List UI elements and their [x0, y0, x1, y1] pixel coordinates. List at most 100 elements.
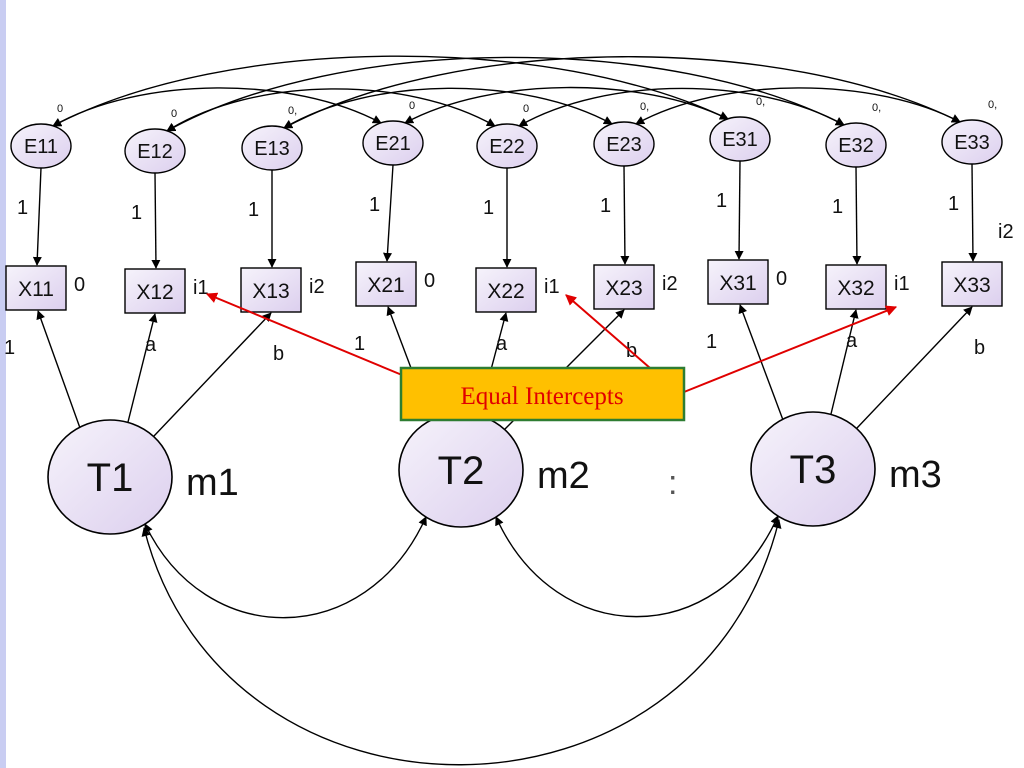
- error-mean-label: 0: [409, 100, 415, 112]
- path-arrows: 1ab1ab1ab: [4, 160, 985, 437]
- error-ellipse: [362, 120, 424, 166]
- latent-label: T2: [438, 449, 485, 493]
- indicator-X12: X12 i1: [124, 268, 209, 314]
- error-ellipse: [709, 116, 771, 162]
- loading-path-X33: [856, 306, 973, 429]
- indicator-box: [124, 268, 186, 314]
- error-ellipse: [593, 121, 655, 167]
- error-ellipse: [476, 123, 538, 169]
- intercept-label: 0: [776, 268, 787, 290]
- indicator-X31: X31 0: [707, 259, 787, 305]
- error-mean-label: 0,: [988, 99, 997, 111]
- loading-path-X11: [36, 310, 81, 429]
- latent-label: T1: [87, 456, 134, 500]
- loading-label: 1: [4, 337, 15, 359]
- loading-label: 1: [706, 331, 717, 353]
- error-loading-label: 1: [483, 197, 494, 219]
- error-node-E11: E11 0 1: [10, 103, 72, 219]
- error-covariance-E22-E32: [518, 87, 845, 127]
- latent-covariance-T2-T3: [495, 515, 779, 618]
- error-label: E33: [954, 132, 990, 154]
- error-loading-label: 1: [17, 197, 28, 219]
- latent-T2: T2 m2: [398, 412, 590, 528]
- error-ellipse: [825, 122, 887, 168]
- indicator-X13: X13 i2: [240, 267, 325, 313]
- equal-intercepts-callout: Equal Intercepts: [205, 292, 898, 422]
- error-mean-label: 0,: [756, 96, 765, 108]
- loading-label: b: [974, 337, 985, 359]
- error-covariance-arcs: [52, 55, 961, 132]
- error-loading-label: 1: [369, 194, 380, 216]
- error-label: E13: [254, 138, 290, 160]
- error-label: E31: [722, 129, 758, 151]
- error-node-E31: E31 0, 1: [709, 96, 771, 212]
- latent-mean-label: m2: [537, 455, 590, 497]
- error-label: E11: [24, 136, 58, 158]
- indicator-box: [240, 267, 302, 313]
- error-covariance-E11-E31: [52, 55, 729, 127]
- indicator-box: [825, 264, 887, 310]
- loading-path-X31: [738, 304, 784, 421]
- error-ellipse: [941, 119, 1003, 165]
- indicator-box: [941, 261, 1003, 307]
- error-node-E22: E22 0 1: [476, 103, 538, 219]
- loading-label: 1: [354, 333, 365, 355]
- error-ellipse: [241, 125, 303, 171]
- error-mean-label: 0,: [872, 102, 881, 114]
- error-node-E21: E21 0 1: [362, 100, 424, 216]
- intercept-label: i2: [309, 276, 325, 298]
- error-covariance-E12-E32: [166, 56, 845, 132]
- error-loading-label: 1: [716, 190, 727, 212]
- latent-mean-label: m3: [889, 454, 942, 496]
- loading-label: a: [496, 333, 508, 355]
- error-loading-label: 1: [131, 202, 142, 224]
- intercept-label: i1: [193, 277, 209, 299]
- indicator-label: X12: [136, 281, 173, 304]
- error-node-E13: E13 0, 1: [241, 105, 303, 221]
- callout-text: Equal Intercepts: [460, 383, 623, 410]
- intercept-label: i1: [894, 273, 910, 295]
- error-label: E21: [375, 133, 411, 155]
- error-ellipse: [10, 123, 72, 169]
- intercept-label: 0: [74, 274, 85, 296]
- error-covariance-E12-E22: [166, 88, 496, 132]
- error-mean-label: 0,: [640, 101, 649, 113]
- latent-ellipse: [47, 419, 173, 535]
- indicator-box: [707, 259, 769, 305]
- indicator-box: [5, 265, 67, 311]
- error-mean-label: 0: [57, 103, 63, 115]
- error-path-E21: [383, 164, 394, 262]
- latent-mean-label: m1: [186, 462, 239, 504]
- loading-label: a: [846, 330, 858, 352]
- callout-arrow-x32: [683, 305, 898, 393]
- intercept-label: 0: [424, 270, 435, 292]
- error-loading-label: 1: [832, 196, 843, 218]
- error-label: E32: [838, 135, 874, 157]
- indicator-label: X22: [487, 280, 524, 303]
- loading-path-X13: [153, 312, 272, 437]
- indicator-label: X13: [252, 280, 289, 303]
- indicator-label: X31: [719, 272, 756, 295]
- latent-T1: T1 m1: [47, 419, 239, 535]
- callout-arrow-x12: [205, 292, 403, 376]
- stray-mark: :: [668, 464, 677, 502]
- latent-covariance-arcs: [141, 515, 782, 766]
- error-path-E12: [151, 172, 161, 269]
- error-mean-label: 0,: [288, 105, 297, 117]
- latent-covariance-T1-T2: [144, 516, 427, 619]
- error-label: E22: [489, 136, 525, 158]
- indicator-label: X33: [953, 274, 990, 297]
- intercept-label: i2: [662, 273, 678, 295]
- latent-covariance-T1-T3: [141, 519, 782, 766]
- error-loading-label: 1: [248, 199, 259, 221]
- error-mean-label: 0: [523, 103, 529, 115]
- callout-arrow-x22: [565, 294, 651, 369]
- slide-left-bar: [0, 0, 6, 768]
